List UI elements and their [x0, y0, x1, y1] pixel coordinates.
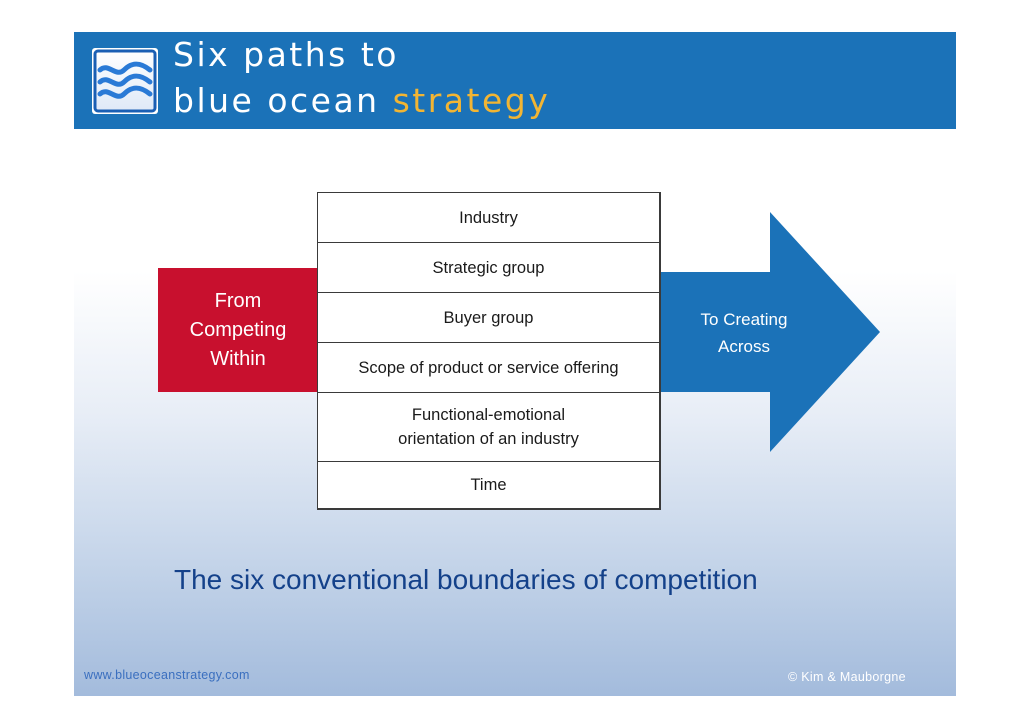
title-main-text: blue ocean: [173, 81, 393, 120]
from-competing-within-box: From Competing Within: [158, 268, 318, 392]
page-title-line-2: blue ocean strategy: [173, 82, 550, 120]
to-arrow-shape: [660, 212, 880, 452]
boundary-scope: Scope of product or service offering: [318, 343, 659, 393]
boundary-industry: Industry: [318, 193, 659, 243]
ocean-waves-icon: [93, 49, 157, 113]
header-bar: [74, 32, 956, 129]
title-accent-text: strategy: [392, 81, 551, 120]
logo: [92, 48, 158, 114]
boundaries-table: Industry Strategic group Buyer group Sco…: [317, 192, 661, 510]
boundary-strategic-group: Strategic group: [318, 243, 659, 293]
footer-website: www.blueoceanstrategy.com: [84, 668, 250, 682]
boundary-time: Time: [470, 476, 507, 494]
boundary-functional-emotional: Functional-emotional orientation of an i…: [318, 393, 659, 462]
footer-copyright: © Kim & Mauborgne: [788, 670, 906, 684]
page-title-line-1: Six paths to: [173, 35, 399, 74]
to-creating-across-label: To Creating Across: [700, 310, 788, 356]
boundary-buyer-group: Buyer group: [318, 293, 659, 343]
slide-subtitle: The six conventional boundaries of compe…: [174, 564, 758, 595]
